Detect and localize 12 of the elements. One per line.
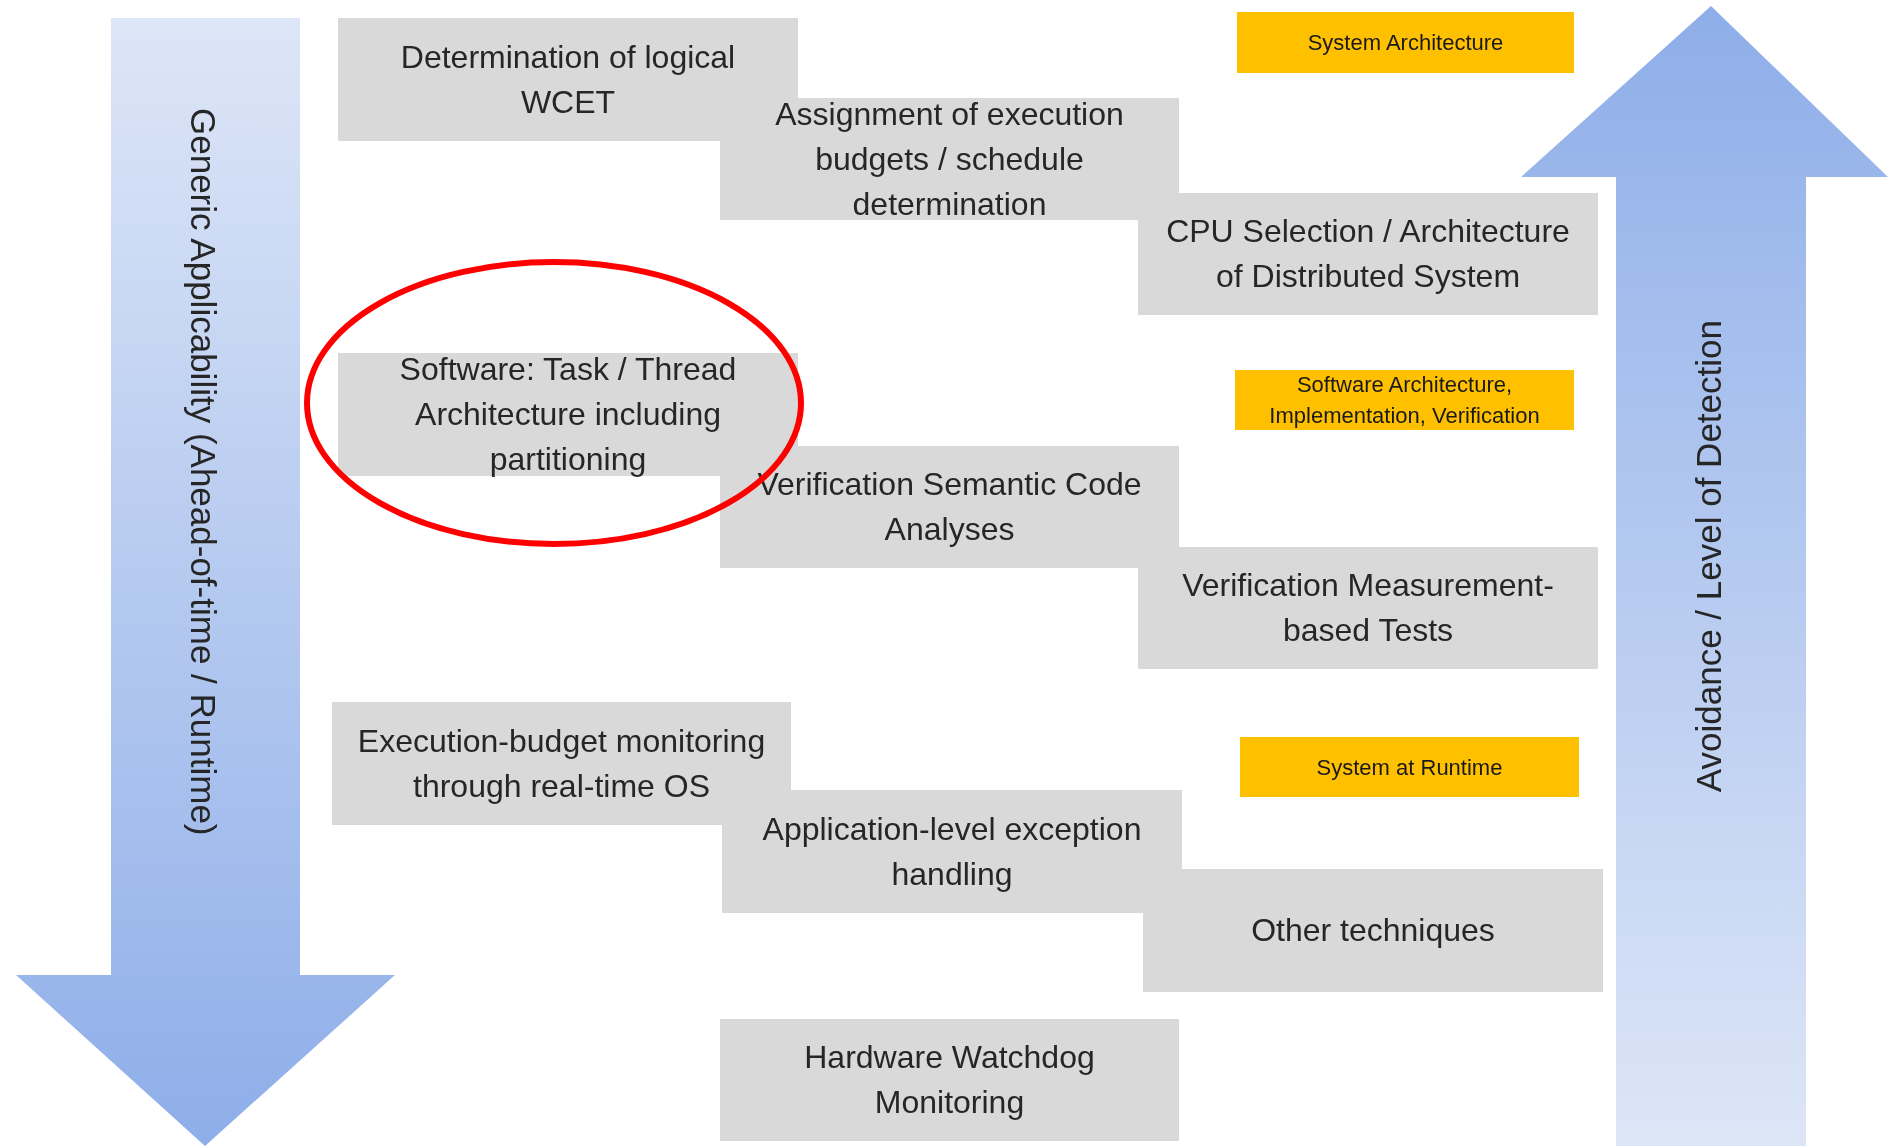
phase-label: System at Runtime: [1240, 737, 1579, 797]
technique-box: Application-level exception handling: [722, 790, 1182, 913]
technique-box: CPU Selection / Architecture of Distributed System: [1138, 193, 1598, 315]
phase-label: Software Architecture, Implementation, Verification: [1235, 370, 1574, 430]
technique-box: Other techniques: [1143, 869, 1603, 992]
technique-box: Verification Semantic Code Analyses: [720, 446, 1179, 568]
phase-label: System Architecture: [1237, 12, 1574, 73]
technique-box: Assignment of execution budgets / schedule determination: [720, 98, 1179, 220]
arrow-caption: Generic Applicability (Ahead-of-time / Runtime): [183, 108, 223, 836]
technique-box: Hardware Watchdog Monitoring: [720, 1019, 1179, 1141]
arrow-caption: Avoidance / Level of Detection: [1689, 319, 1729, 793]
technique-box: Verification Measurement-based Tests: [1138, 547, 1598, 669]
